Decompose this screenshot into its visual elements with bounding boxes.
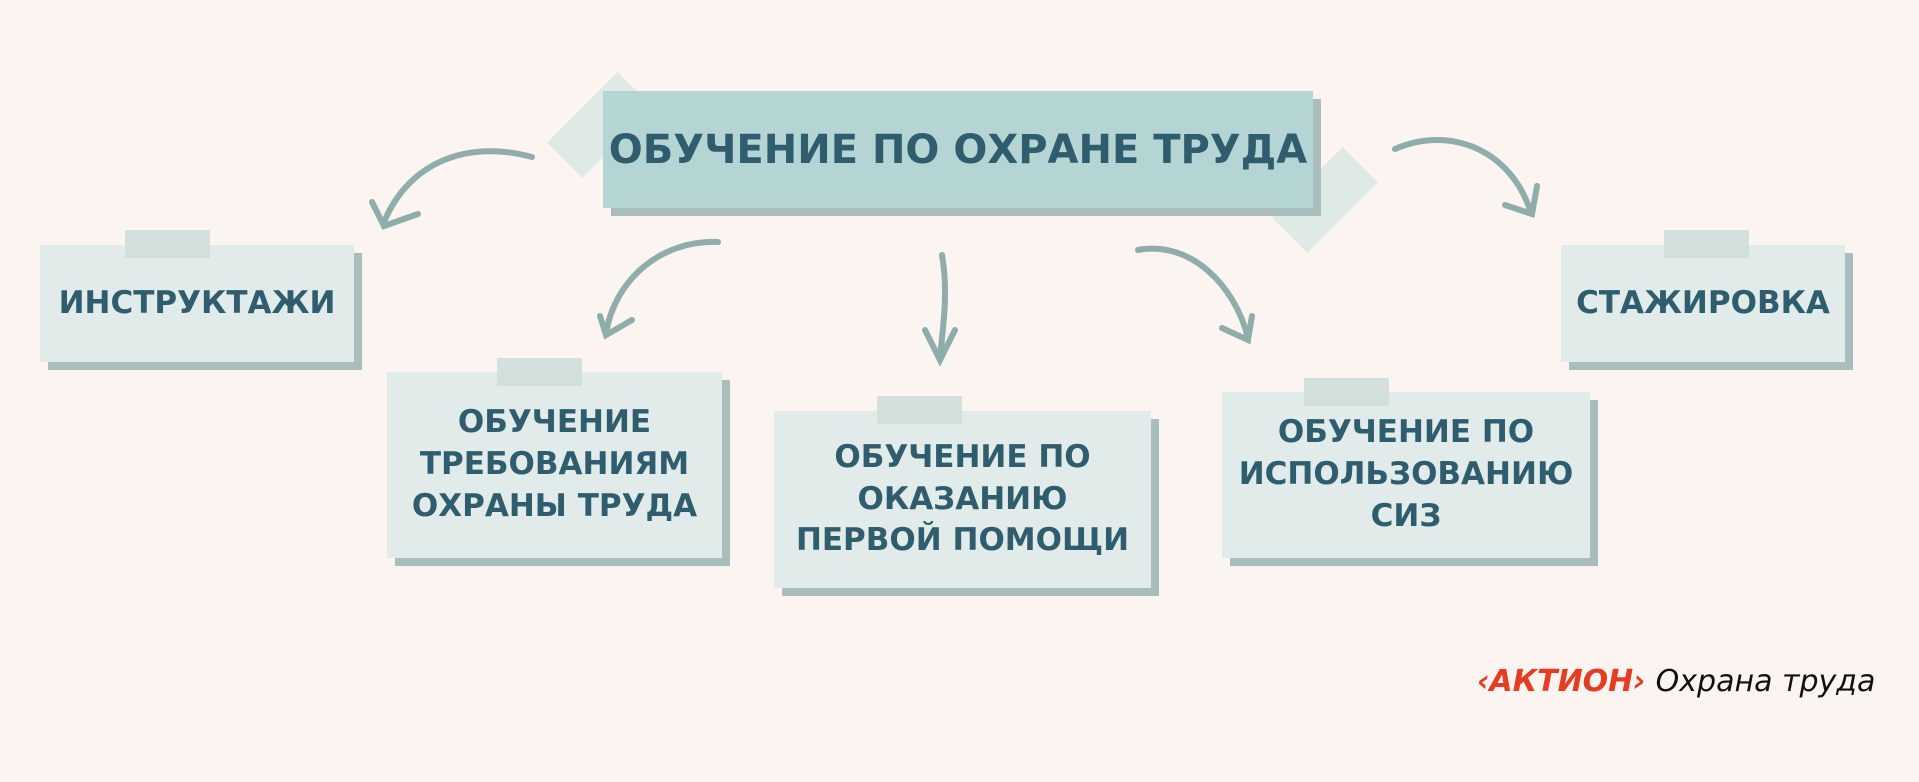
arrow-to-trebovaniya — [597, 238, 721, 340]
arrow-to-instruktazhi — [369, 148, 535, 230]
node-label: ОБУЧЕНИЕ ПО ИСПОЛЬЗОВАНИЮ СИЗ — [1238, 414, 1574, 534]
node-trebovaniya: ОБУЧЕНИЕ ТРЕБОВАНИЯМ ОХРАНЫ ТРУДА — [387, 372, 722, 558]
tape — [497, 358, 582, 386]
aktion-logo: ‹АКТИОН› Охрана труда — [1477, 664, 1875, 699]
tape — [1304, 378, 1389, 406]
logo-brand: ‹АКТИОН› — [1477, 664, 1646, 699]
arrow-to-siz — [1135, 245, 1255, 345]
main-title: ОБУЧЕНИЕ ПО ОХРАНЕ ТРУДА — [608, 126, 1308, 173]
main-title-box: ОБУЧЕНИЕ ПО ОХРАНЕ ТРУДА — [603, 91, 1313, 208]
node-label: ИНСТРУКТАЖИ — [58, 284, 336, 321]
node-instruktazhi: ИНСТРУКТАЖИ — [40, 245, 354, 362]
arrow-to-pervaya-pomosh — [922, 252, 958, 367]
node-label: СТАЖИРОВКА — [1576, 284, 1830, 321]
node-siz: ОБУЧЕНИЕ ПО ИСПОЛЬЗОВАНИЮ СИЗ — [1222, 392, 1590, 558]
node-label: ОБУЧЕНИЕ ПО ОКАЗАНИЮ ПЕРВОЙ ПОМОЩИ — [795, 438, 1130, 559]
node-pervaya-pomosh: ОБУЧЕНИЕ ПО ОКАЗАНИЮ ПЕРВОЙ ПОМОЩИ — [774, 411, 1151, 588]
tape — [1664, 230, 1749, 258]
logo-product: Охрана труда — [1655, 664, 1876, 699]
tape — [125, 230, 210, 258]
arrow-to-stazhirovka — [1392, 137, 1540, 218]
tape — [877, 396, 962, 424]
node-stazhirovka: СТАЖИРОВКА — [1561, 245, 1845, 362]
node-label: ОБУЧЕНИЕ ТРЕБОВАНИЯМ ОХРАНЫ ТРУДА — [411, 404, 698, 524]
